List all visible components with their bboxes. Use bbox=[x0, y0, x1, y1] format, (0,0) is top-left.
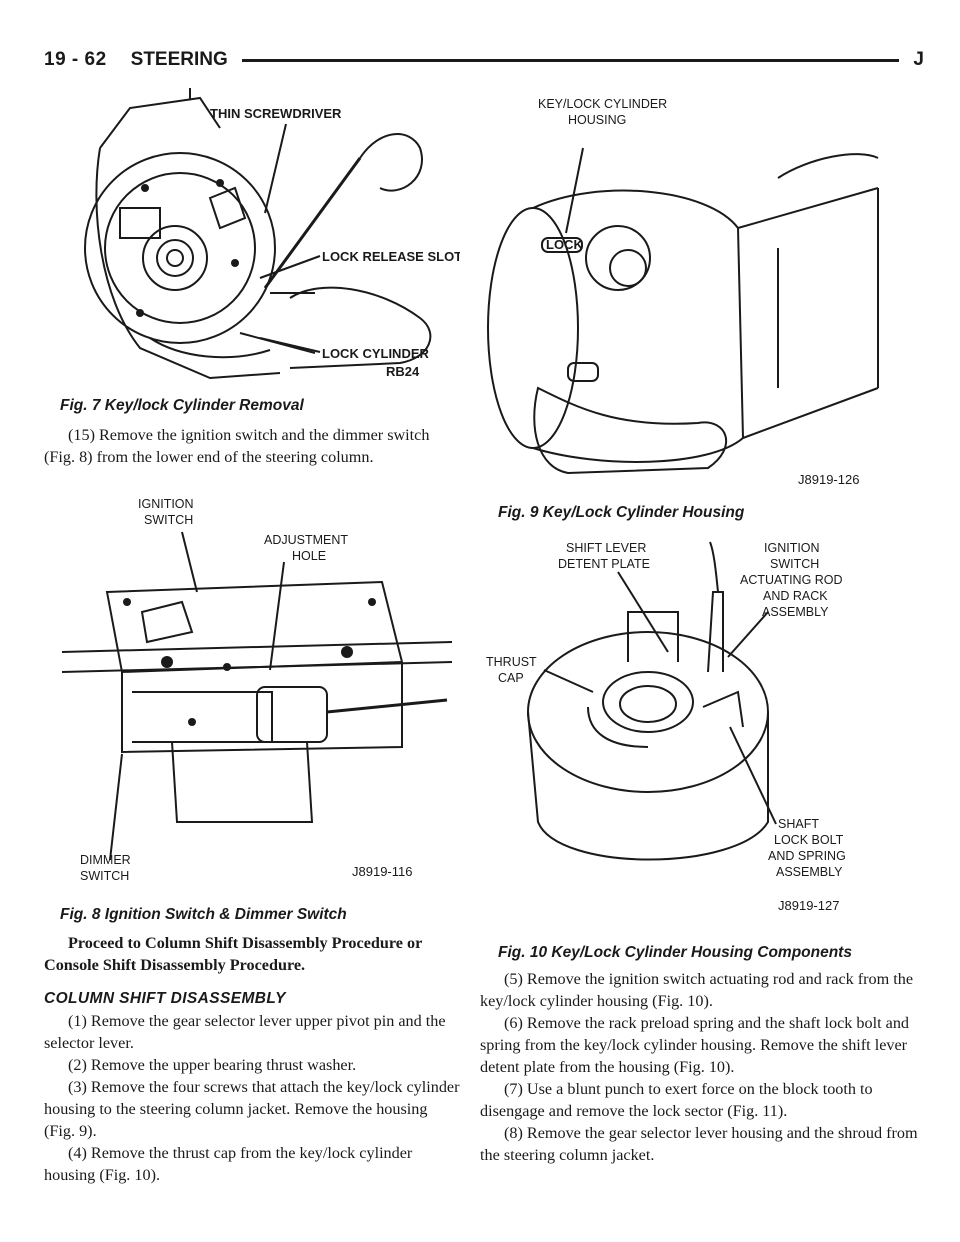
fig8-label-ignition-2: SWITCH bbox=[144, 513, 193, 527]
header-rule bbox=[241, 58, 900, 62]
fig7-label-lock-release-slot: LOCK RELEASE SLOT bbox=[322, 249, 460, 264]
fig7-caption: Fig. 7 Key/lock Cylinder Removal bbox=[60, 397, 304, 414]
fig10-label-ign-2: SWITCH bbox=[770, 557, 819, 571]
column-shift-subhead: COLUMN SHIFT DISASSEMBLY bbox=[44, 990, 286, 1007]
fig7-label-thin-screwdriver: THIN SCREWDRIVER bbox=[210, 106, 342, 121]
section-title: STEERING bbox=[130, 49, 228, 70]
fig8-label-code: J8919-116 bbox=[352, 864, 412, 879]
fig9-label-housing-1: KEY/LOCK CYLINDER bbox=[538, 97, 667, 111]
fig9-illustration: LOCK KEY/LOCK CYLINDER HOUSING J8919-126 bbox=[478, 88, 888, 488]
fig10-label-ign-3: ACTUATING ROD bbox=[740, 573, 843, 587]
fig8-label-ignition-1: IGNITION bbox=[138, 497, 194, 511]
fig8-illustration: IGNITION SWITCH ADJUSTMENT HOLE DIMMER S… bbox=[52, 492, 462, 892]
step-5: (5) Remove the ignition switch actuating… bbox=[480, 970, 914, 1010]
fig10-label-shift-2: DETENT PLATE bbox=[558, 557, 650, 571]
fig8-caption: Fig. 8 Ignition Switch & Dimmer Switch bbox=[60, 906, 347, 923]
fig10-label-thrust-1: THRUST bbox=[486, 655, 537, 669]
fig8-label-adjust-1: ADJUSTMENT bbox=[264, 533, 348, 547]
fig10-label-ign-4: AND RACK bbox=[763, 589, 828, 603]
step-2: (2) Remove the upper bearing thrust wash… bbox=[68, 1056, 357, 1074]
fig7-label-code: RB24 bbox=[386, 364, 420, 379]
fig10-caption: Fig. 10 Key/Lock Cylinder Housing Compon… bbox=[498, 944, 852, 961]
step-8: (8) Remove the gear selector lever housi… bbox=[480, 1124, 918, 1164]
fig10-label-shaft-4: ASSEMBLY bbox=[776, 865, 843, 879]
fig8-label-adjust-2: HOLE bbox=[292, 549, 326, 563]
step-4: (4) Remove the thrust cap from the key/l… bbox=[44, 1144, 413, 1184]
fig9-label-housing-2: HOUSING bbox=[568, 113, 626, 127]
fig10-label-code: J8919-127 bbox=[778, 898, 839, 912]
fig10-label-ign-1: IGNITION bbox=[764, 541, 820, 555]
fig8-label-dimmer-2: SWITCH bbox=[80, 869, 129, 883]
left-text-bottom: Proceed to Column Shift Disassembly Proc… bbox=[44, 932, 462, 1186]
step-3: (3) Remove the four screws that attach t… bbox=[44, 1078, 460, 1140]
right-text: (5) Remove the ignition switch actuating… bbox=[480, 968, 920, 1166]
fig10-label-shaft-2: LOCK BOLT bbox=[774, 833, 844, 847]
fig8-label-dimmer-1: DIMMER bbox=[80, 853, 131, 867]
page-header: 19 - 62 STEERING J bbox=[44, 44, 924, 76]
fig9-label-code: J8919-126 bbox=[798, 472, 859, 487]
step-15: (15) Remove the ignition switch and the … bbox=[44, 426, 430, 466]
fig7-label-lock-cylinder: LOCK CYLINDER bbox=[322, 346, 430, 361]
fig9-label-lock-text: LOCK bbox=[546, 237, 583, 252]
fig10-label-shaft-3: AND SPRING bbox=[768, 849, 846, 863]
fig10-label-thrust-2: CAP bbox=[498, 671, 524, 685]
fig10-illustration: SHIFT LEVER DETENT PLATE IGNITION SWITCH… bbox=[478, 532, 888, 912]
fig10-label-shift-1: SHIFT LEVER bbox=[566, 541, 646, 555]
fig9-caption: Fig. 9 Key/Lock Cylinder Housing bbox=[498, 504, 745, 521]
page-number: 19 - 62 bbox=[44, 49, 107, 70]
header-letter: J bbox=[913, 49, 924, 70]
step-1: (1) Remove the gear selector lever upper… bbox=[44, 1012, 446, 1052]
step-7: (7) Use a blunt punch to exert force on … bbox=[480, 1080, 873, 1120]
fig10-label-shaft-1: SHAFT bbox=[778, 817, 819, 831]
left-text-top: (15) Remove the ignition switch and the … bbox=[44, 424, 462, 468]
fig7-illustration: THIN SCREWDRIVER LOCK RELEASE SLOT LOCK … bbox=[60, 88, 460, 388]
step-6: (6) Remove the rack preload spring and t… bbox=[480, 1014, 910, 1076]
proceed-note: Proceed to Column Shift Disassembly Proc… bbox=[44, 934, 423, 974]
fig10-label-ign-5: ASSEMBLY bbox=[762, 605, 829, 619]
